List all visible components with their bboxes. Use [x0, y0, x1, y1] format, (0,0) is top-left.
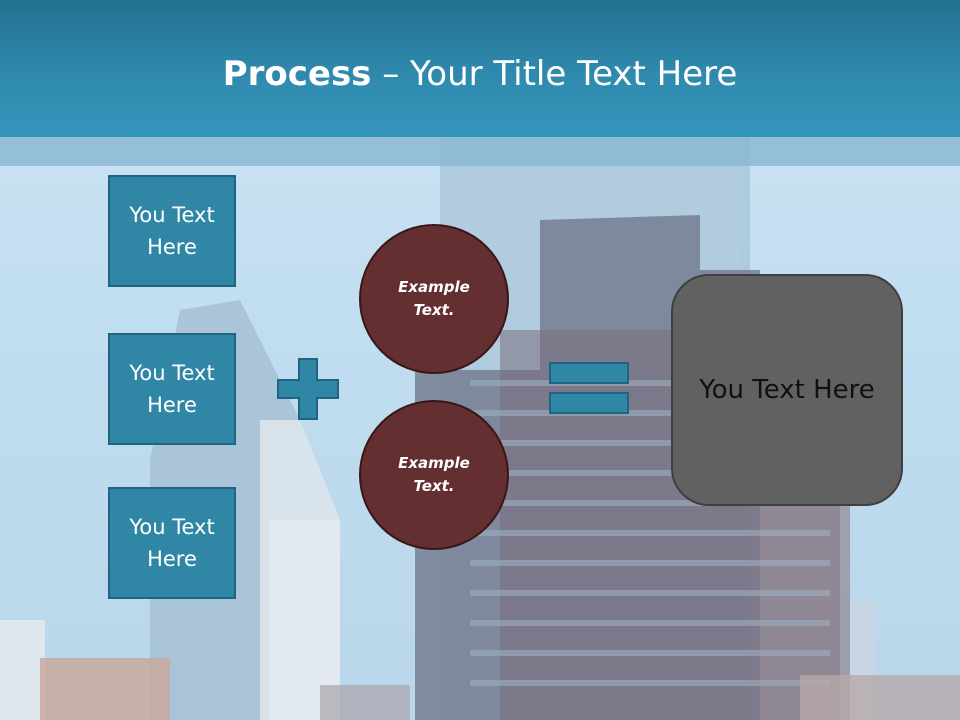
slide-title: Process – Your Title Text Here	[0, 52, 960, 96]
title-bold: Process	[222, 54, 372, 94]
plus-icon	[277, 358, 339, 420]
result-box[interactable]: You Text Here	[671, 274, 903, 506]
header-band	[0, 137, 960, 166]
circle-2-label: Example Text.	[398, 454, 470, 495]
circle-1-label: Example Text.	[398, 278, 470, 319]
left-box-1-label: You Text Here	[129, 203, 215, 259]
left-box-2[interactable]: You Text Here	[108, 333, 236, 445]
title-rest: – Your Title Text Here	[371, 54, 738, 94]
circle-1[interactable]: Example Text.	[359, 224, 509, 374]
result-box-label: You Text Here	[699, 375, 875, 405]
left-box-2-label: You Text Here	[129, 361, 215, 417]
left-box-3-label: You Text Here	[129, 515, 215, 571]
left-box-1[interactable]: You Text Here	[108, 175, 236, 287]
circle-2[interactable]: Example Text.	[359, 400, 509, 550]
left-box-3[interactable]: You Text Here	[108, 487, 236, 599]
title-bar	[0, 0, 960, 137]
equals-icon	[549, 362, 629, 414]
